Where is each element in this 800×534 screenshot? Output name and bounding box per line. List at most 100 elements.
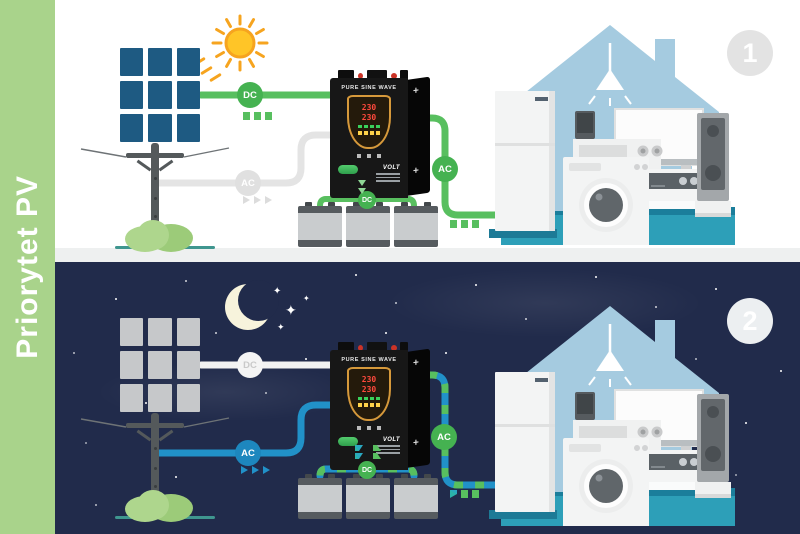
indicator-icons	[330, 154, 408, 158]
flow-arrow	[252, 466, 259, 474]
flow-arrow	[241, 466, 248, 474]
flow-arrow	[265, 196, 272, 204]
house	[487, 304, 737, 526]
ground-strip	[55, 248, 800, 262]
star-icon: ✦	[303, 294, 310, 303]
dc-badge-battery: DC	[358, 461, 376, 479]
ac-badge-inactive: AC	[235, 170, 261, 196]
panel-cell	[148, 114, 172, 142]
cloud-haze	[385, 268, 705, 338]
flow-arrow	[461, 490, 468, 498]
battery	[394, 202, 438, 247]
led-bar-green	[358, 125, 380, 128]
battery	[346, 474, 390, 519]
star-icon: ✦	[277, 322, 285, 332]
mount-arrow-icon: +	[413, 85, 419, 98]
step-number-badge: 2	[727, 298, 773, 344]
flow-arrow	[243, 112, 250, 120]
flow-arrow	[450, 490, 457, 498]
power-button	[338, 165, 358, 174]
flow-arrow	[243, 196, 250, 204]
mount-arrow-icon: +	[413, 165, 419, 178]
solar-panel	[120, 48, 200, 142]
inverter-display: 230 230	[347, 367, 391, 421]
led-bar-yellow	[358, 403, 380, 407]
dc-badge-inactive: DC	[237, 352, 263, 378]
battery	[394, 474, 438, 519]
panel-cell	[120, 114, 144, 142]
solar-panel	[120, 318, 200, 412]
bush	[125, 220, 195, 252]
panel-cell	[148, 351, 172, 379]
panel-cell	[176, 81, 200, 109]
inverter-header: PURE SINE WAVE	[341, 357, 397, 363]
battery	[346, 202, 390, 247]
inverter-terminals	[334, 341, 408, 351]
flow-arrow	[355, 445, 363, 451]
inverter-terminals	[334, 69, 408, 79]
moon-icon	[225, 280, 279, 330]
flow-arrow	[254, 112, 261, 120]
grid-ac-line-active	[152, 401, 344, 457]
display-voltage-out: 230	[361, 385, 377, 394]
ac-badge-output: AC	[431, 424, 457, 450]
panel-cell	[176, 48, 200, 76]
flow-arrow	[358, 180, 366, 186]
house	[487, 23, 737, 245]
flow-arrow	[263, 466, 270, 474]
flow-arrow	[472, 220, 479, 228]
panel-cell	[120, 318, 144, 346]
inverter-face: PURE SINE WAVE 230 230 VOLT	[330, 78, 408, 198]
inverter-side: + +	[406, 348, 430, 468]
panel-cell	[176, 351, 200, 379]
grid-ac-line-inactive	[152, 131, 344, 187]
panel-cell	[148, 81, 172, 109]
display-voltage-out: 230	[361, 113, 377, 122]
panel-cell	[120, 81, 144, 109]
flow-arrow	[450, 220, 457, 228]
sidebar-title: Priorytet PV	[10, 175, 44, 359]
brand-logo: VOLT	[382, 165, 400, 171]
inverter: + + PURE SINE WAVE 230 230 VOLT	[330, 342, 430, 470]
inverter-header: PURE SINE WAVE	[341, 85, 397, 91]
panel-cell	[176, 318, 200, 346]
inverter-face: PURE SINE WAVE 230 230 VOLT	[330, 350, 408, 470]
panel-cell	[120, 351, 144, 379]
scene-night: ✦ ✦ ✦ ✦	[55, 262, 800, 534]
flow-arrow	[373, 445, 381, 451]
ac-badge-output: AC	[432, 156, 458, 182]
inverter-display: 230 230	[347, 95, 391, 149]
scene-day: DC AC AC DC + + PURE SINE WAVE 230 230	[55, 0, 800, 262]
battery	[298, 202, 342, 247]
panel-cell	[148, 48, 172, 76]
indicator-icons	[330, 426, 408, 430]
bush	[125, 490, 195, 522]
flow-arrow	[254, 196, 261, 204]
panel-cell	[176, 384, 200, 412]
flow-arrow	[265, 112, 272, 120]
display-voltage-in: 230	[361, 375, 377, 384]
step-number-badge: 1	[727, 30, 773, 76]
power-button	[338, 437, 358, 446]
display-voltage-in: 230	[361, 103, 377, 112]
led-bar-yellow	[358, 131, 380, 135]
inverter: + + PURE SINE WAVE 230 230 VOLT	[330, 70, 430, 198]
brand-logo: VOLT	[382, 437, 400, 443]
star-icon: ✦	[273, 286, 282, 297]
dc-badge-battery: DC	[358, 191, 376, 209]
flow-arrow	[373, 453, 381, 459]
flow-arrow	[461, 220, 468, 228]
ac-badge-grid: AC	[235, 440, 261, 466]
sidebar: Priorytet PV	[0, 0, 55, 534]
flow-arrow	[358, 188, 366, 194]
panel-cell	[176, 114, 200, 142]
battery	[298, 474, 342, 519]
flow-arrow	[355, 453, 363, 459]
sun-icon	[211, 14, 269, 72]
star-icon: ✦	[285, 302, 297, 318]
panel-cell	[120, 384, 144, 412]
mount-arrow-icon: +	[413, 437, 419, 450]
panel-cell	[148, 384, 172, 412]
inverter-side: + +	[406, 76, 430, 196]
